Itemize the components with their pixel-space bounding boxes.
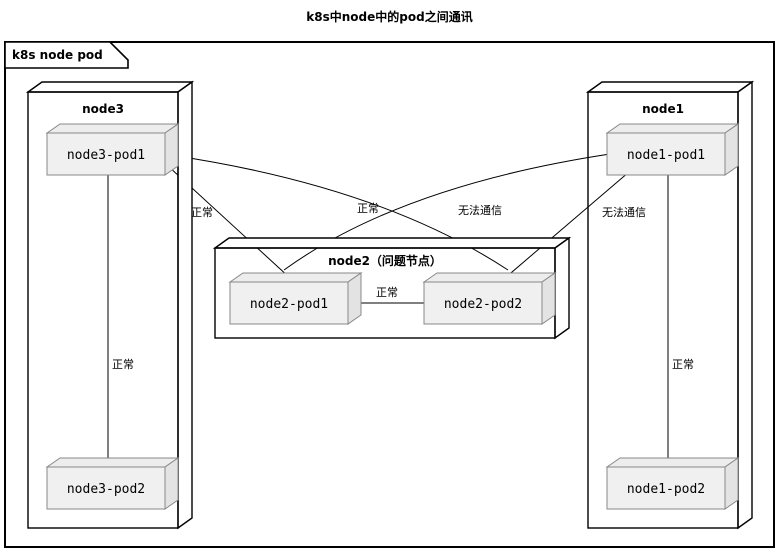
node2-pod2-label: node2-pod2	[444, 297, 522, 312]
pod-node3-pod1[interactable]: node3-pod1	[45, 123, 180, 176]
edge-label-layer: 正常 正常 无法通信 无法通信 正常 正常 正常	[112, 202, 694, 371]
node1-pod2-top-face	[605, 457, 740, 468]
edge-node1pod1-node2pod2	[504, 165, 637, 279]
node1-pod2-front-face	[606, 466, 726, 510]
pod-node1-pod2[interactable]: node1-pod2	[605, 457, 740, 510]
edge-label-node3pod1-node2pod2: 无法通信	[458, 203, 502, 217]
node1-title: node1	[642, 102, 684, 116]
node1-pod1-side-face	[724, 123, 739, 176]
node2-pod2-front-face	[423, 281, 543, 325]
node2-title: node2（问题节点）	[328, 253, 442, 268]
node2-pod1-top-face	[228, 272, 363, 283]
node3-side-face	[177, 80, 193, 530]
pod-node2-pod1[interactable]: node2-pod1	[228, 272, 363, 325]
node2-pod2-side-face	[541, 272, 556, 325]
node3-top-face	[25, 81, 195, 93]
edge-node1pod1-node2pod1	[283, 153, 611, 271]
node3-pod1-top-face	[45, 123, 180, 134]
node3-pod2-side-face	[164, 457, 179, 510]
node3-pod1-side-face	[164, 123, 179, 176]
edge-label-node2-internal: 正常	[376, 286, 398, 299]
node3-pod1-label: node3-pod1	[67, 148, 145, 163]
page-title: k8s中node中的pod之间通讯	[306, 10, 473, 24]
node3-pod2-label: node3-pod2	[67, 482, 145, 497]
pod-node3-pod2[interactable]: node3-pod2	[45, 457, 180, 510]
node1-pod1-label: node1-pod1	[627, 148, 705, 163]
node3-pod1-front-face	[46, 132, 166, 176]
node1-side-face	[737, 80, 753, 530]
pod-node2-pod2[interactable]: node2-pod2	[422, 272, 557, 325]
node1-top-face	[585, 81, 755, 93]
node1-pod2-side-face	[724, 457, 739, 510]
node1-pod1-top-face	[605, 123, 740, 134]
node3-title: node3	[82, 102, 124, 116]
frame-label: k8s node pod	[12, 48, 103, 62]
edge-label-node1pod1-node2pod2: 无法通信	[602, 205, 646, 219]
node1-pod2-label: node1-pod2	[627, 482, 705, 497]
node-container-node3[interactable]: node3	[25, 80, 195, 530]
edge-label-node1-vertical: 正常	[672, 358, 694, 371]
edge-label-node3pod1-node2pod1: 正常	[191, 206, 213, 219]
node1-front-face	[587, 91, 739, 529]
node2-pod2-top-face	[422, 272, 557, 283]
edge-label-node1pod1-node2pod1: 正常	[357, 202, 379, 215]
node3-pod2-front-face	[46, 466, 166, 510]
node3-front-face	[27, 91, 179, 529]
node2-top-face	[212, 237, 572, 249]
node2-side-face	[554, 236, 570, 340]
pod-node1-pod1[interactable]: node1-pod1	[605, 123, 740, 176]
frame-tab	[4, 41, 129, 69]
node2-pod1-front-face	[229, 281, 349, 325]
node2-pod1-label: node2-pod1	[250, 297, 328, 312]
node3-pod2-top-face	[45, 457, 180, 468]
node-container-node1[interactable]: node1	[585, 80, 755, 530]
node2-pod1-side-face	[347, 272, 362, 325]
node-container-node2[interactable]: node2（问题节点）	[212, 236, 572, 340]
node1-pod1-front-face	[606, 132, 726, 176]
edge-label-node3-vertical: 正常	[112, 358, 134, 371]
